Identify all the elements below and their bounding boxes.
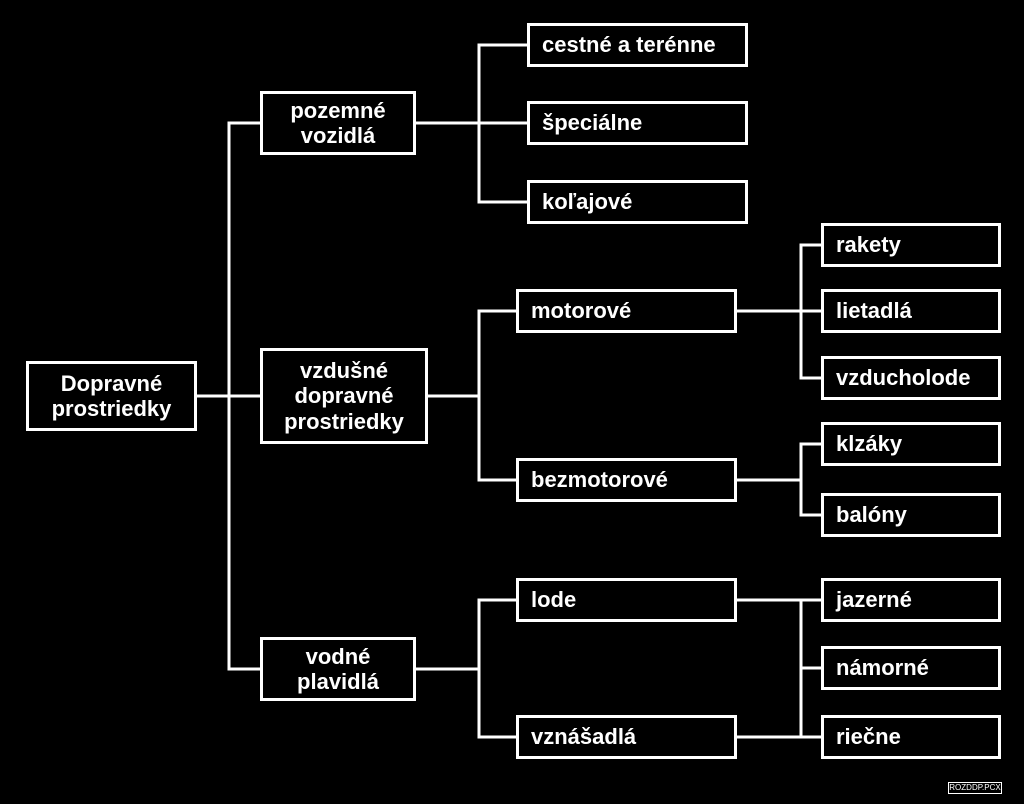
- node-rail: koľajové: [527, 180, 748, 224]
- node-non-motorized: bezmotorové: [516, 458, 737, 502]
- node-hovercraft: vznášadlá: [516, 715, 737, 759]
- node-rockets: rakety: [821, 223, 1001, 267]
- node-gliders: klzáky: [821, 422, 1001, 466]
- node-sea: námorné: [821, 646, 1001, 690]
- node-lake: jazerné: [821, 578, 1001, 622]
- node-river: riečne: [821, 715, 1001, 759]
- node-ground-vehicles: pozemné vozidlá: [260, 91, 416, 155]
- node-air-vehicles: vzdušné dopravné prostriedky: [260, 348, 428, 444]
- node-water-vessels: vodné plavidlá: [260, 637, 416, 701]
- node-airships: vzducholode: [821, 356, 1001, 400]
- node-motorized: motorové: [516, 289, 737, 333]
- node-ships: lode: [516, 578, 737, 622]
- node-balloons: balóny: [821, 493, 1001, 537]
- node-special: špeciálne: [527, 101, 748, 145]
- file-label: ROZDDP.PCX: [948, 782, 1002, 794]
- node-transport-means: Dopravné prostriedky: [26, 361, 197, 431]
- node-road-offroad: cestné a terénne: [527, 23, 748, 67]
- node-airplanes: lietadlá: [821, 289, 1001, 333]
